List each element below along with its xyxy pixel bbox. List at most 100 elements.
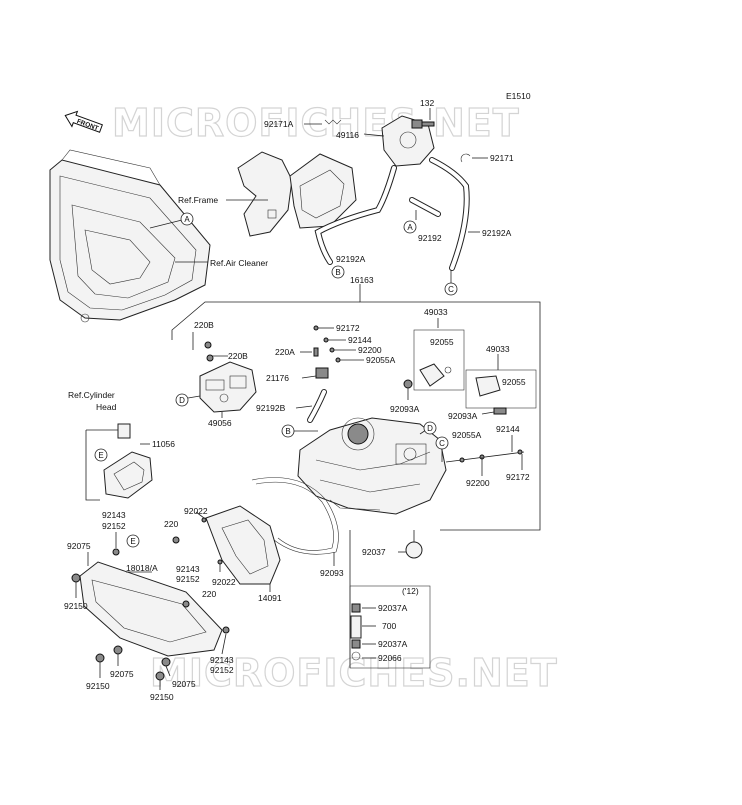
part-220b-a: 220B <box>194 320 214 330</box>
part-92150-c: 92150 <box>150 692 174 702</box>
ref-cylinder: Ref.Cylinder <box>68 390 115 400</box>
ref-air-cleaner: Ref.Air Cleaner <box>210 258 268 268</box>
part-49033-a: 49033 <box>424 307 448 317</box>
part-220-a: 220 <box>164 519 178 529</box>
part-700: 700 <box>382 621 396 631</box>
sensor-49056 <box>199 361 257 413</box>
circle-label: A <box>407 223 413 232</box>
circle-label: D <box>179 396 185 405</box>
part-92093: 92093 <box>320 568 344 578</box>
ref-circle-e-left <box>94 448 108 462</box>
ref-circle-d-right <box>423 421 437 435</box>
part-49056: 49056 <box>208 418 232 428</box>
ref-frame: Ref.Frame <box>178 195 218 205</box>
part-92143-c: 92143 <box>210 655 234 665</box>
part-92037a-b: 92037A <box>378 639 408 649</box>
part-18018a: 18018/A <box>126 563 158 573</box>
injector-49033-b <box>475 375 501 397</box>
frame-bracket <box>237 151 357 237</box>
watermark-top: MICROFICHES.NET <box>112 101 520 145</box>
part-92055a-b: 92055A <box>452 430 482 440</box>
diagram-code: E1510 <box>506 91 531 101</box>
part-92144-a: 92144 <box>348 335 372 345</box>
part-92192: 92192 <box>418 233 442 243</box>
ref-circle-a-left <box>180 212 194 226</box>
ref-circle-d-left <box>175 393 189 407</box>
ref-circle-a-mid <box>403 220 417 234</box>
washer-92172 <box>313 325 319 331</box>
year-note: ('12) <box>402 586 419 596</box>
ref-circle-b-top <box>331 265 345 279</box>
part-92143-a: 92143 <box>102 510 126 520</box>
watermark-bottom: MICROFICHES.NET <box>150 651 558 695</box>
ref-circle-e-lower <box>126 534 140 548</box>
part-14091: 14091 <box>258 593 282 603</box>
part-92152-a: 92152 <box>102 521 126 531</box>
bolt-132 <box>421 121 435 127</box>
part-92172-a: 92172 <box>336 323 360 333</box>
fuel-line-92200 <box>445 451 525 463</box>
part-92037a-a: 92037A <box>378 603 408 613</box>
part-11056: 11056 <box>152 439 175 449</box>
assembly-outline <box>359 284 541 531</box>
part-92075-c: 92075 <box>172 679 196 689</box>
throttle-body-16163 <box>297 417 447 515</box>
part-220a: 220A <box>275 347 295 357</box>
part-92144-b: 92144 <box>496 424 520 434</box>
part-92192a-mid: 92192A <box>336 254 366 264</box>
oring-92093a <box>403 379 413 389</box>
screw-220a <box>313 347 319 357</box>
clamp-92037 <box>405 541 423 559</box>
part-220-b: 220 <box>202 589 216 599</box>
injector-49033-a <box>419 363 445 387</box>
part-92066: 92066 <box>378 653 402 663</box>
circle-label: A <box>184 215 190 224</box>
part-220b-b: 220B <box>228 351 248 361</box>
part-132: 132 <box>420 98 434 108</box>
part-49116: 49116 <box>336 130 359 140</box>
ref-circle-b-mid <box>281 424 295 438</box>
part-92171a: 92171A <box>264 119 294 129</box>
sensor-21176 <box>315 367 329 379</box>
circle-label: E <box>98 451 103 460</box>
part-92037: 92037 <box>362 547 386 557</box>
circle-label: E <box>130 537 135 546</box>
screw-220b <box>204 341 212 349</box>
clip-92037a-a <box>351 603 361 613</box>
part-92093a-b: 92093A <box>448 411 478 421</box>
hose-700 <box>350 615 362 639</box>
clip-92171-icon <box>460 153 471 163</box>
screw-220-a <box>172 536 180 544</box>
part-92200-b: 92200 <box>466 478 490 488</box>
part-92143-b: 92143 <box>176 564 200 574</box>
part-92093a-a: 92093A <box>390 404 420 414</box>
circle-label: C <box>439 439 445 448</box>
part-92022-b: 92022 <box>212 577 236 587</box>
part-92055-b: 92055 <box>502 377 526 387</box>
circle-label: B <box>335 268 340 277</box>
part-92075-b: 92075 <box>110 669 134 679</box>
part-21176: 21176 <box>266 373 289 383</box>
cover-14091 <box>205 505 281 585</box>
bracket-11056 <box>103 423 153 499</box>
year-box-12 <box>349 585 431 669</box>
part-92172-b: 92172 <box>506 472 530 482</box>
oring-92093a-b <box>493 407 507 415</box>
injector-box-a <box>413 329 465 391</box>
clip-92037a-b <box>351 639 361 649</box>
part-92192a-top: 92192A <box>482 228 512 238</box>
part-92152-b: 92152 <box>176 574 200 584</box>
guard-18018a <box>79 561 223 657</box>
clip-92171a-icon <box>324 119 342 125</box>
circle-label: D <box>427 424 433 433</box>
part-92150-b: 92150 <box>86 681 110 691</box>
part-92055-a: 92055 <box>430 337 454 347</box>
part-92192b: 92192B <box>256 403 286 413</box>
part-92055a-a: 92055A <box>366 355 396 365</box>
part-92171: 92171 <box>490 153 514 163</box>
part-92075-a: 92075 <box>67 541 91 551</box>
part-92022-a: 92022 <box>184 506 208 516</box>
part-92200-a: 92200 <box>358 345 382 355</box>
